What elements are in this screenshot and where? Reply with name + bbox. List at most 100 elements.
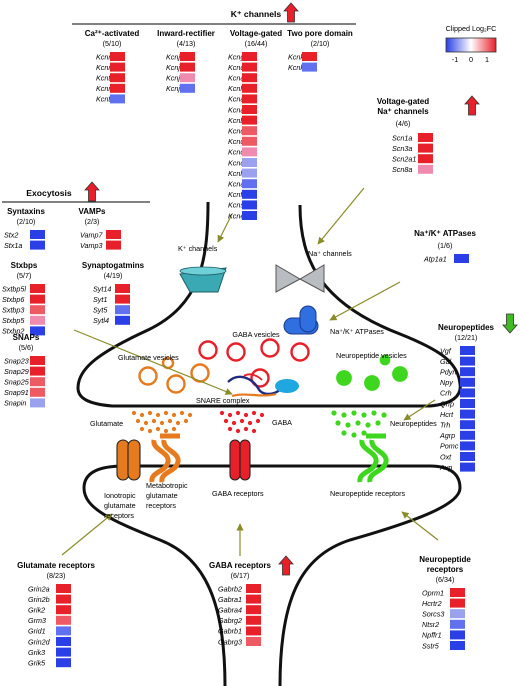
np-gene-npy: Npy	[440, 378, 453, 387]
stxbps-cell-sxtbp3	[30, 305, 45, 315]
metabotropic-label-1: Metabotropic	[146, 481, 188, 490]
k-2-gene-kcnd3: Kcnd3	[228, 148, 248, 157]
stxbps-gene-stxbp5: Stxbp5	[2, 316, 25, 325]
k-0-gene-kcnt1: Kcnt1	[96, 95, 114, 104]
gabar-cell-gabra1	[246, 594, 261, 604]
na-cell-scn8a	[418, 164, 433, 174]
gabar-gene-gabra4: Gabra4	[218, 606, 242, 615]
np-cell-vgf	[460, 346, 475, 355]
glutr-cell-grm3	[56, 615, 71, 625]
k-group-title-3: Two pore domain	[287, 29, 353, 38]
vamps-cell-vamp7	[106, 230, 121, 239]
k-1-cell-kcnj9	[180, 83, 195, 93]
np-gene-oxt: Oxt	[440, 452, 452, 461]
k-2-cell-kcna5	[242, 179, 257, 189]
k-0-cell-kcnt2	[110, 73, 125, 83]
ionotropic-label-1: Ionotropic	[104, 491, 136, 500]
k-2-cell-kcnq3	[242, 126, 257, 136]
k-group-title-2: Voltage-gated	[230, 29, 282, 38]
k-group-count-1: (4/13)	[177, 39, 196, 48]
k-3-gene-kcnk1: Kcnk1	[288, 52, 308, 61]
k-2-gene-kcnd2: Kcnd2	[228, 137, 248, 146]
gaba-rec-up-arrow	[278, 555, 294, 576]
glutr-gene-grik2: Grik2	[28, 606, 45, 615]
k-2-cell-kcnf1	[242, 189, 257, 199]
k-2-cell-kcns1	[242, 200, 257, 210]
legend-tick-1: 0	[469, 55, 473, 64]
np-gene-crh: Crh	[440, 389, 452, 398]
npr-gene-hcrtr2: Hcrtr2	[422, 599, 442, 608]
gaba-receptors-label: GABA receptors	[212, 489, 264, 498]
atpase-count: (1/6)	[438, 241, 453, 250]
glutr-gene-grik3: Grik3	[28, 648, 45, 657]
na-cell-scn1a	[418, 133, 433, 142]
npr-cell-sorcs3	[450, 609, 465, 619]
gaba-label: GABA	[272, 418, 292, 427]
np-rec-count: (6/34)	[436, 575, 455, 584]
np-cell-npy	[460, 377, 475, 387]
np-gene-pdyn: Pdyn	[440, 368, 456, 377]
k-0-cell-kcnn2	[110, 83, 125, 93]
k-channel-icon	[179, 266, 227, 293]
ionotropic-label-2: glutamate	[104, 501, 136, 510]
metabotropic-label-3: receptors	[146, 501, 176, 510]
na-channel-icon	[275, 264, 325, 293]
snaps-cell-snap23	[30, 356, 45, 365]
npr-gene-npffr1: Npffr1	[422, 631, 442, 640]
k-2-cell-kcnh2	[242, 168, 257, 178]
np-rec-title-1: Neuropeptide	[419, 555, 471, 564]
snaps-cell-snapin	[30, 398, 45, 408]
k-0-gene-kcnn2: Kcnn2	[96, 84, 116, 93]
arrow-neuropeptides	[403, 399, 436, 421]
na-channels-label: Na⁺ channels	[308, 249, 352, 258]
npr-cell-npffr1	[450, 630, 465, 640]
k-2-gene-kcne3: Kcne3	[228, 211, 248, 220]
np-gene-pomc: Pomc	[440, 442, 459, 451]
k-channels-up-arrow	[283, 2, 299, 23]
np-gene-qrfp: Qrfp	[440, 399, 454, 408]
k-2-cell-kcnc4	[242, 158, 257, 167]
gabar-gene-gabrg3: Gabrg3	[218, 637, 242, 646]
k-0-cell-kcnt1	[110, 94, 125, 104]
synaptotagmins-cell-syt1	[115, 294, 130, 304]
glutr-cell-grik2	[56, 605, 71, 615]
na-title-1: Voltage-gated	[377, 97, 429, 106]
np-gene-vgf: Vgf	[440, 346, 452, 355]
k-2-gene-kcna3: Kcna3	[228, 74, 248, 83]
arrow-neuropeptide-receptors	[401, 511, 439, 541]
syntaxins-cell-stx2	[30, 230, 45, 239]
k-2-gene-kcna5: Kcna5	[228, 180, 249, 189]
neuropeptide-vesicles	[334, 353, 410, 393]
gabar-cell-gabra4	[246, 605, 261, 615]
synaptotagmins-cell-syt5	[115, 305, 130, 315]
atpase-membrane-label: Na⁺/K⁺ ATPases	[330, 327, 384, 336]
glutr-cell-grid1	[56, 626, 71, 636]
glutamate-label: Glutamate	[90, 419, 123, 428]
np-cell-oxt	[460, 452, 475, 461]
np-cell-gal	[460, 356, 475, 366]
na-title-2: Na⁺ channels	[377, 107, 429, 116]
neuropeptide-receptors-label: Neuropeptide receptors	[330, 489, 406, 498]
exocytosis-title: Exocytosis	[26, 188, 72, 198]
snaps-gene-snap23: Snap23	[4, 356, 29, 365]
npr-cell-ntsr2	[450, 619, 465, 629]
k-0-gene-kcnt2: Kcnt2	[96, 74, 114, 83]
neuropeptide-vesicles-label: Neuropeptide vesicles	[336, 351, 407, 360]
k-group-count-3: (2/10)	[311, 39, 330, 48]
syntaxins-count: (2/10)	[17, 217, 36, 226]
glutr-gene-grin2d: Grin2d	[28, 637, 51, 646]
gabar-cell-gabrb2	[246, 584, 261, 593]
arrow-k-channels	[217, 213, 233, 243]
synaptotagmins-gene-syt14: Syt14	[93, 284, 111, 293]
k-1-gene-kcnj16: Kcnj16	[166, 74, 188, 83]
legend	[445, 37, 497, 53]
neuropeptides-title: Neuropeptides	[438, 323, 495, 332]
vamps-title: VAMPs	[79, 207, 107, 216]
npr-cell-hcrtr2	[450, 598, 465, 608]
k-0-cell-kcnn3	[110, 62, 125, 72]
glutr-gene-grm3: Grm3	[28, 616, 46, 625]
k-2-cell-kcna1	[242, 105, 257, 114]
gabar-gene-gabrb2: Gabrb2	[218, 584, 242, 593]
glutr-cell-grin2d	[56, 637, 71, 646]
